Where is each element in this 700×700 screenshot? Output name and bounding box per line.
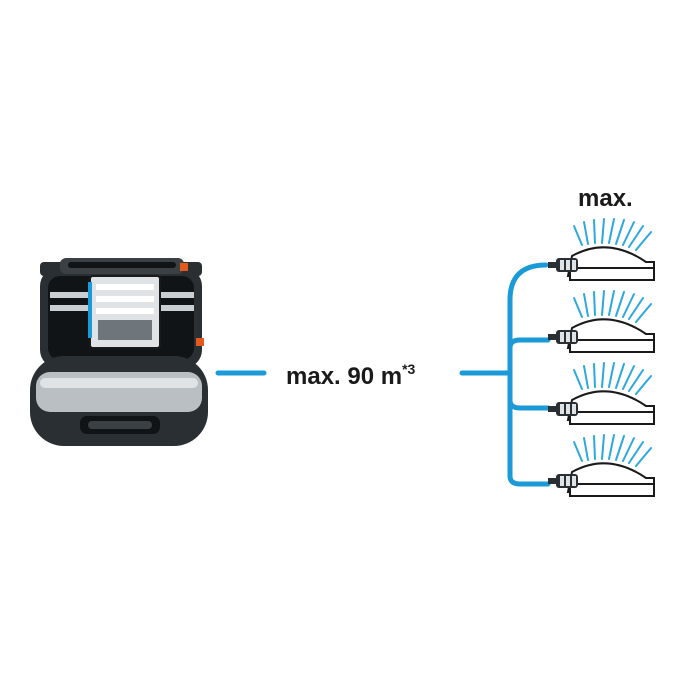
spray-icon: [573, 218, 652, 251]
distribution-bracket: [507, 262, 551, 487]
sprinklers-label: max.: [578, 185, 633, 212]
distance-label: max. 90 m*3: [286, 361, 416, 390]
garden-pump-icon: [30, 258, 208, 446]
distance-footnote: *3: [402, 361, 415, 377]
spray-icon: [573, 434, 652, 467]
bracket-branch-3: [507, 397, 551, 411]
spray-icon: [573, 290, 652, 323]
spray-icon: [573, 362, 652, 395]
sprinkler-icon: [548, 362, 655, 425]
sprinkler-list: [548, 218, 655, 497]
sprinkler-icon: [548, 434, 655, 497]
distance-value: max. 90 m: [286, 363, 402, 390]
sprinkler-icon: [548, 290, 655, 353]
sprinkler-icon: [548, 218, 655, 281]
bracket-branch-2: [507, 337, 551, 351]
